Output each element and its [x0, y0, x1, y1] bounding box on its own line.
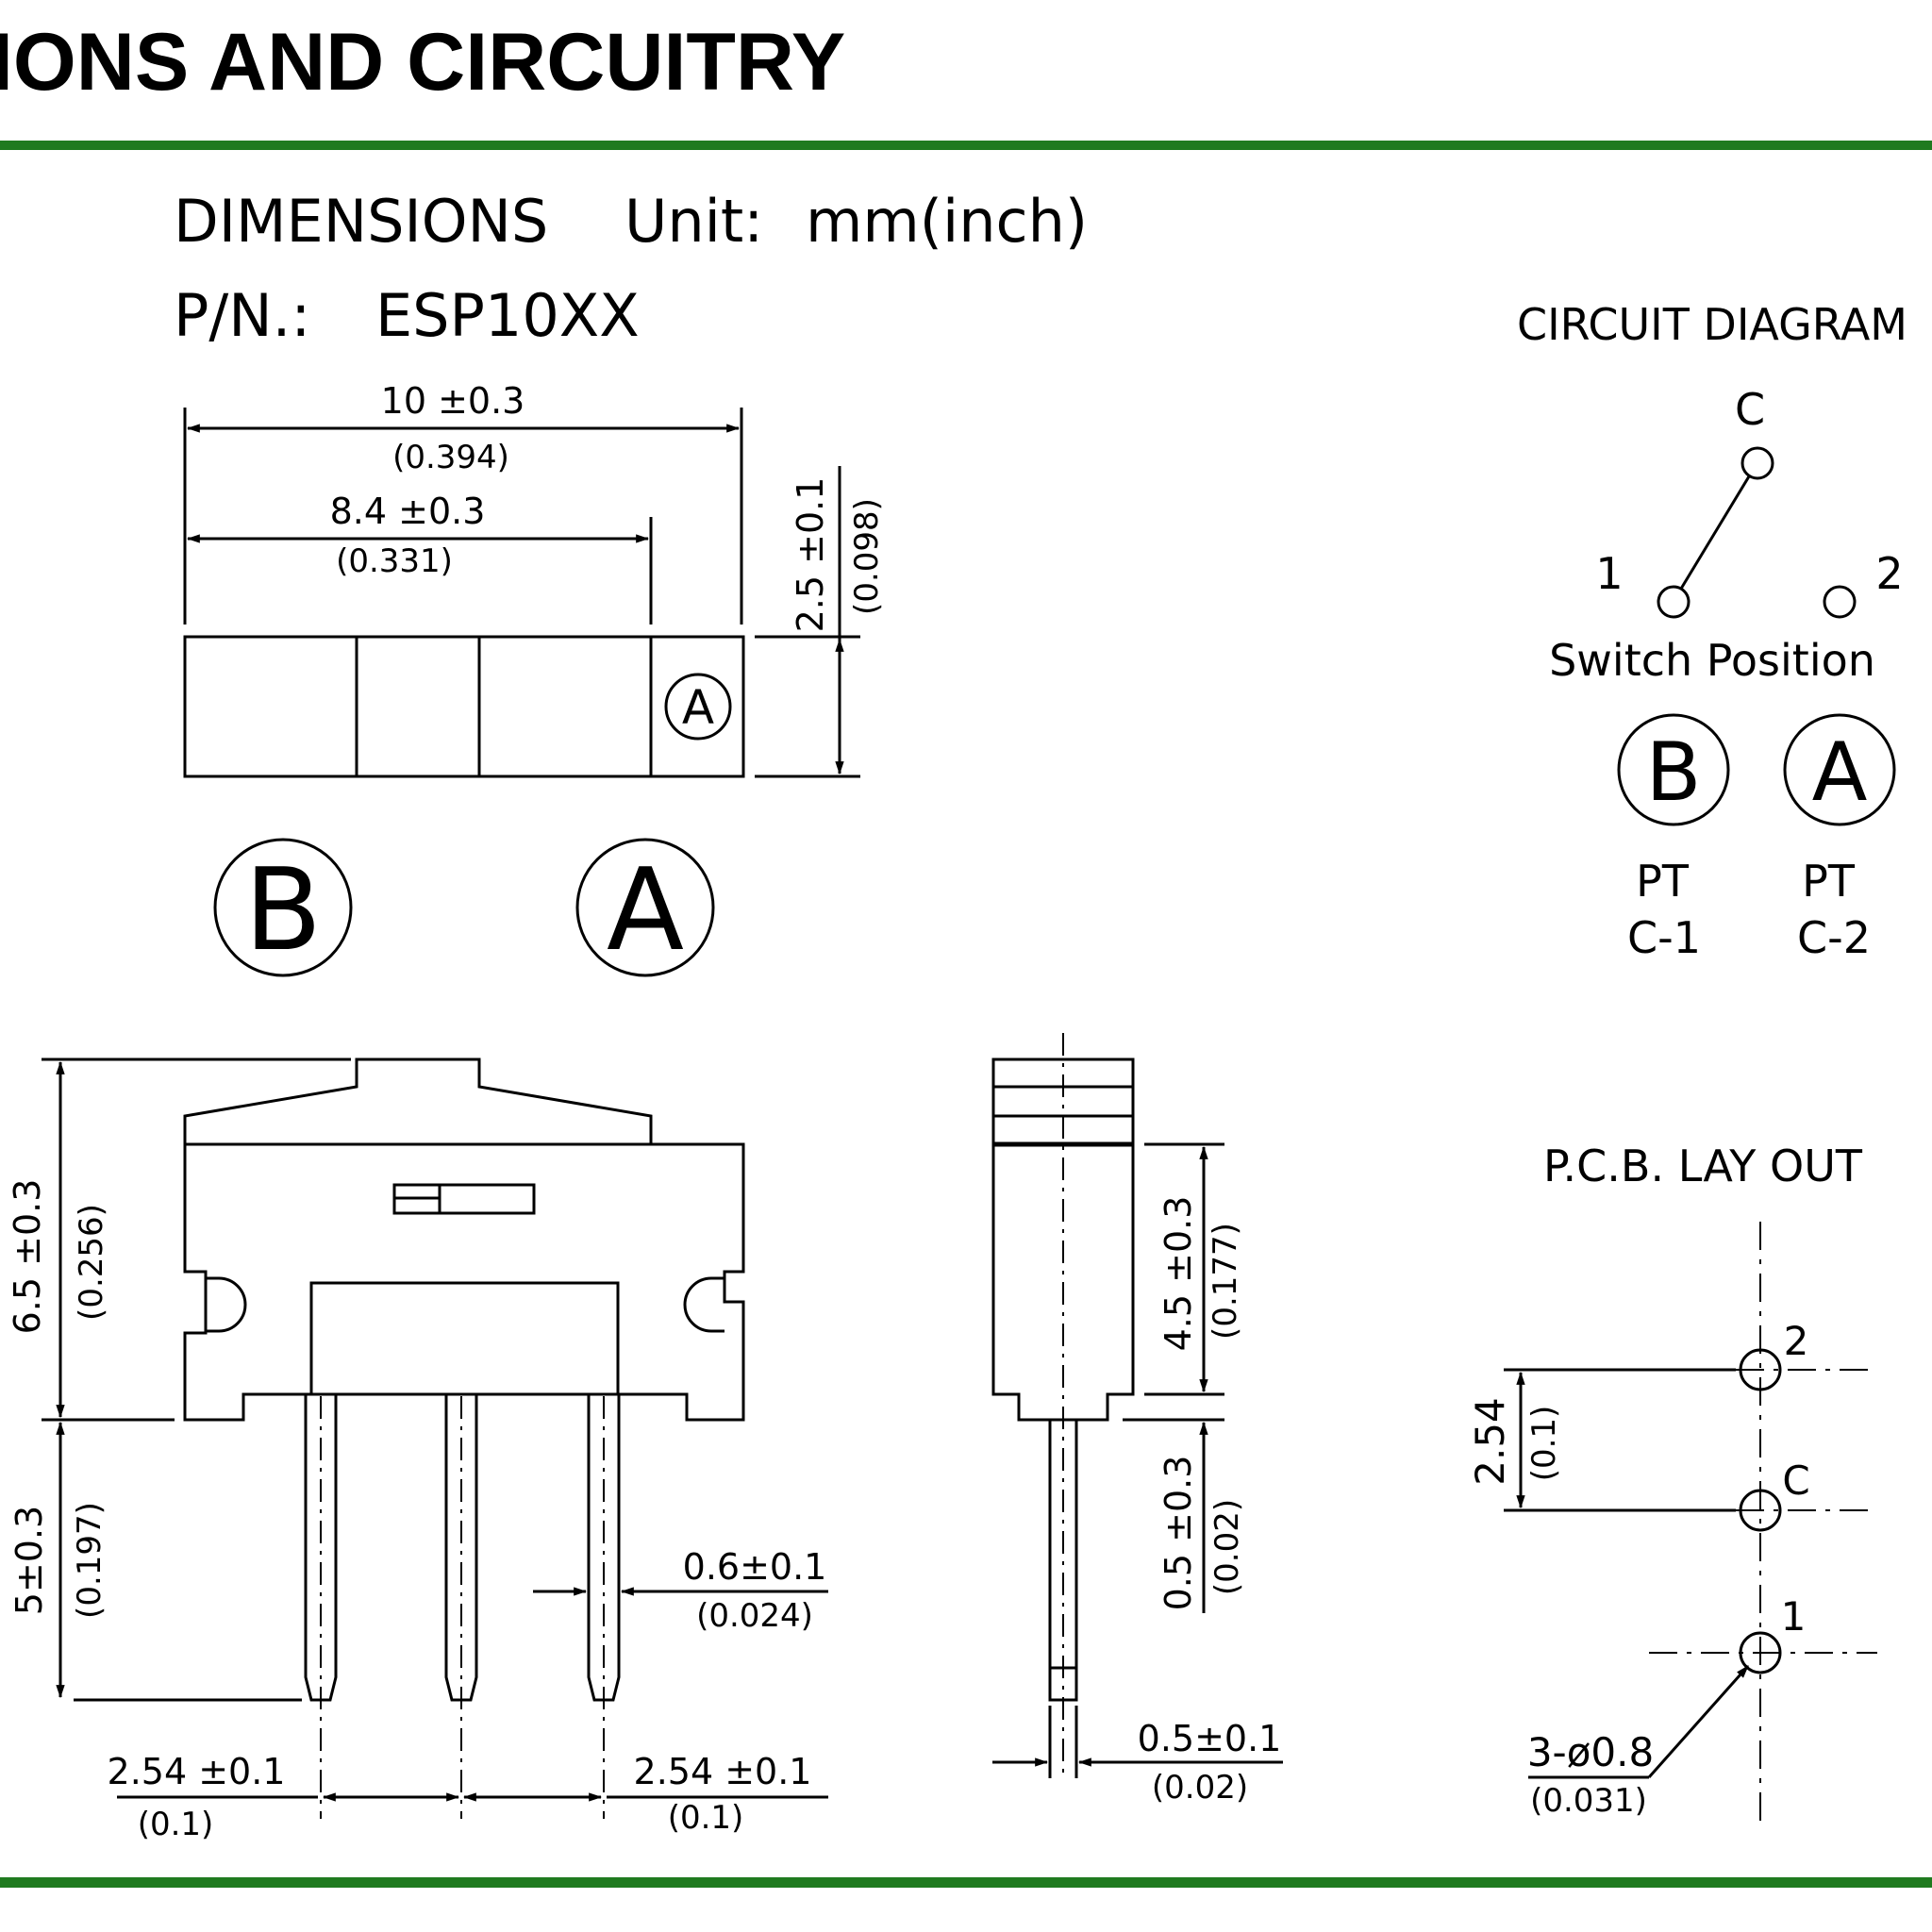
- pcb-hole-spec-inch: (0.031): [1530, 1782, 1647, 1820]
- pcb-hole-1: [1739, 1631, 1782, 1674]
- terminal-2: [1823, 585, 1857, 619]
- unit-value: mm(inch): [806, 187, 1088, 256]
- pcb-pin-c-label: C: [1782, 1457, 1809, 1504]
- pcb-pin-2-label: 2: [1784, 1318, 1809, 1364]
- switch-contact: [1679, 475, 1751, 590]
- position-a-circle: [1783, 713, 1896, 826]
- pcb-hole-2: [1739, 1348, 1782, 1391]
- dim-standoff-inch: (0.02): [1208, 1499, 1246, 1595]
- side-view: 4.5 ±0.3 (0.177) 0.5 ±0.3 (0.02) 0.5±0.1…: [991, 1033, 1283, 1807]
- dim-standoff: 0.5 ±0.3: [1158, 1456, 1199, 1611]
- dimensions-title-block: DIMENSIONS Unit: mm(inch) P/N.: ESP10XX: [174, 187, 1088, 350]
- dim-pin-length-inch: (0.197): [71, 1502, 108, 1619]
- dim-body-height: 6.5 ±0.3: [7, 1179, 48, 1335]
- circuit-diagram: CIRCUIT DIAGRAM C 1 2 Switch Position B …: [1517, 299, 1907, 963]
- front-body-outline: [183, 1142, 745, 1422]
- dim-body-height-inch: (0.256): [73, 1204, 110, 1321]
- footer-rule: [0, 1877, 1932, 1888]
- dim-total-width-inch: (0.394): [392, 439, 509, 476]
- pcb-title: P.C.B. LAY OUT: [1543, 1141, 1863, 1191]
- position-b-label: B: [1646, 725, 1702, 820]
- switch-position-label: Switch Position: [1549, 635, 1875, 686]
- dim-total-width: 10 ±0.3: [381, 380, 525, 422]
- pn-value: ESP10XX: [375, 281, 640, 350]
- side-b-label: B: [244, 845, 322, 976]
- pin-housing: [309, 1281, 620, 1396]
- dim-pitch-left-inch: (0.1): [138, 1806, 214, 1843]
- side-b-circle: [213, 838, 353, 977]
- unit-label: Unit:: [625, 187, 763, 256]
- dim-pitch-right-inch: (0.1): [668, 1799, 744, 1837]
- dim-inner-width: 8.4 ±0.3: [330, 491, 486, 532]
- pcb-hole-c: [1739, 1489, 1782, 1532]
- dim-pin-thickness: 0.5±0.1: [1138, 1718, 1282, 1759]
- position-b-circle: [1617, 713, 1730, 826]
- dim-pin-thickness-inch: (0.02): [1152, 1769, 1248, 1807]
- pcb-pitch: 2.54: [1467, 1397, 1513, 1486]
- mount-notch-right: [683, 1276, 724, 1333]
- front-view: 6.5 ±0.3 (0.256) 5±0.3 (0.197) 0.6±0.1 (…: [7, 1058, 828, 1843]
- terminal-1-label: 1: [1595, 548, 1623, 599]
- hole-leader: [1647, 1665, 1750, 1778]
- circuit-title: CIRCUIT DIAGRAM: [1517, 299, 1907, 350]
- dimensions-title: DIMENSIONS: [174, 187, 548, 256]
- position-a-desc-2: C-2: [1797, 912, 1871, 963]
- terminal-c: [1740, 446, 1774, 480]
- dim-height-inch: (0.098): [848, 498, 886, 615]
- section-heading: IONS AND CIRCUITRY: [0, 17, 845, 108]
- actuator-outline: [183, 1058, 653, 1144]
- side-a-circle: [575, 838, 715, 977]
- position-a-marker-label: A: [682, 680, 714, 735]
- pcb-hole-spec: 3-ø0.8: [1527, 1729, 1654, 1775]
- pn-label: P/N.:: [174, 281, 310, 350]
- dim-pin-length: 5±0.3: [8, 1506, 50, 1615]
- dim-side-height-inch: (0.177): [1207, 1223, 1244, 1340]
- position-a-marker: [664, 673, 732, 741]
- terminal-c-label: C: [1735, 384, 1765, 435]
- position-b-desc-1: PT: [1636, 856, 1690, 907]
- header-rule: [0, 141, 1932, 150]
- side-a-label: A: [607, 845, 684, 976]
- position-b-desc-2: C-1: [1627, 912, 1701, 963]
- dim-pitch-right: 2.54 ±0.1: [634, 1751, 812, 1792]
- terminal-2-label: 2: [1875, 548, 1903, 599]
- dim-pin-width-inch: (0.024): [696, 1597, 813, 1635]
- dim-inner-width-inch: (0.331): [336, 542, 453, 580]
- dim-side-height: 4.5 ±0.3: [1158, 1196, 1199, 1352]
- pcb-pin-1-label: 1: [1781, 1593, 1807, 1640]
- dim-pitch-left: 2.54 ±0.1: [108, 1751, 286, 1792]
- pcb-pitch-inch: (0.1): [1525, 1406, 1563, 1482]
- position-a-desc-1: PT: [1802, 856, 1856, 907]
- pcb-layout: P.C.B. LAY OUT 2 C 1 2.54 (0.1) 3-ø0.8 (…: [1467, 1141, 1877, 1821]
- dim-height: 2.5 ±0.1: [790, 477, 831, 633]
- top-view-body: [183, 635, 745, 778]
- terminal-1: [1657, 585, 1690, 619]
- position-a-label: A: [1812, 725, 1868, 820]
- top-view: 10 ±0.3 (0.394) 8.4 ±0.3 (0.331) A 2.5 ±…: [183, 380, 886, 977]
- mount-notch-left: [206, 1276, 247, 1333]
- dim-pin-width: 0.6±0.1: [683, 1546, 827, 1588]
